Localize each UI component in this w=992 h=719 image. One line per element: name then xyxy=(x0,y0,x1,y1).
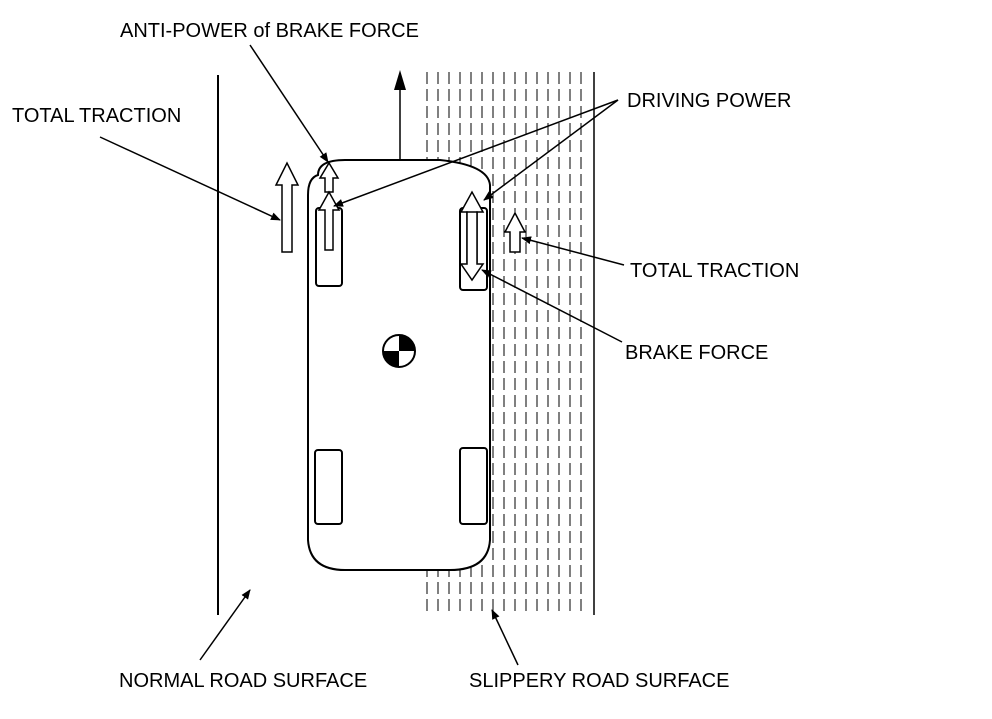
label-brake-force: BRAKE FORCE xyxy=(625,342,769,364)
leader-lines xyxy=(99,44,625,666)
left-total-traction-arrow xyxy=(274,161,300,253)
leader-normal-road xyxy=(199,589,251,661)
leader-total-traction-left xyxy=(99,136,281,221)
leader-total-traction-right xyxy=(521,236,625,266)
leader-anti-power xyxy=(249,44,329,163)
label-normal-road-surface: NORMAL ROAD SURFACE xyxy=(119,670,368,692)
leader-driving-power-right xyxy=(483,99,619,201)
label-total-traction-right: TOTAL TRACTION xyxy=(630,260,800,282)
right-total-traction-arrow xyxy=(503,211,527,253)
label-anti-power: ANTI-POWER of BRAKE FORCE xyxy=(120,20,419,42)
label-slippery-road-surface: SLIPPERY ROAD SURFACE xyxy=(469,670,730,692)
leader-brake-force xyxy=(481,269,623,343)
center-of-gravity-icon xyxy=(382,334,416,368)
forward-arrowhead xyxy=(394,70,406,90)
leader-driving-power-left xyxy=(333,99,619,207)
rear-left-wheel xyxy=(314,449,343,525)
leader-slippery-road xyxy=(491,609,519,666)
rear-right-wheel xyxy=(459,447,488,525)
brake-force-arrow xyxy=(459,211,485,282)
label-driving-power: DRIVING POWER xyxy=(627,90,792,112)
label-total-traction-left: TOTAL TRACTION xyxy=(12,105,182,127)
anti-power-arrow xyxy=(318,161,340,193)
